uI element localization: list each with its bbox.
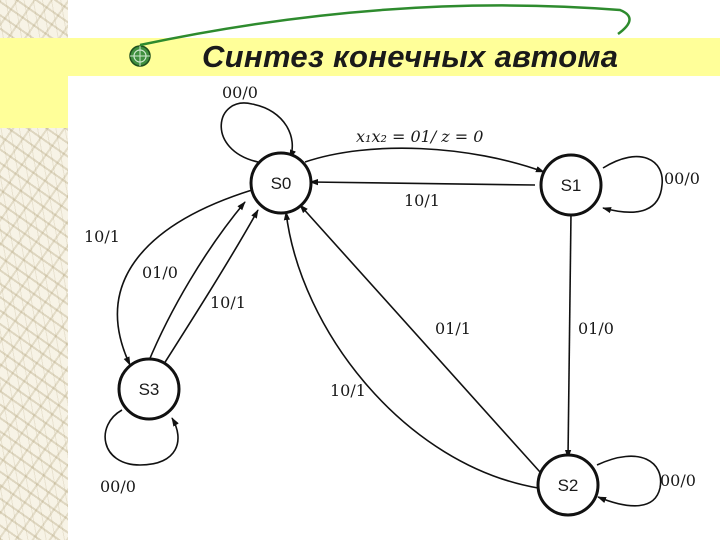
label-s3-self: 00/0 xyxy=(100,477,136,496)
edge-s0-self xyxy=(220,102,296,163)
state-s1 xyxy=(539,153,603,217)
state-s3-label: S3 xyxy=(139,380,160,399)
edge-s3-s0-01 xyxy=(147,201,246,364)
label-s0-self: 00/0 xyxy=(222,83,258,102)
state-s2 xyxy=(536,453,600,517)
label-s2-self: 00/0 xyxy=(660,471,696,490)
label-s3-s0-01: 01/0 xyxy=(142,263,178,282)
state-s0-label: S0 xyxy=(271,174,292,193)
state-s2-label: S2 xyxy=(558,476,579,495)
title-band-corner xyxy=(0,76,68,128)
title-band xyxy=(0,38,720,76)
state-s3 xyxy=(117,357,181,421)
label-s2-s0-10: 10/1 xyxy=(330,381,366,400)
edge-s3-s0-10 xyxy=(161,209,259,368)
state-s0 xyxy=(249,151,313,215)
edge-s2-s0-01 xyxy=(299,204,541,473)
label-s0-s3: 10/1 xyxy=(84,227,120,246)
edge-s0-s1 xyxy=(304,147,545,173)
label-s1-s2: 01/0 xyxy=(578,319,614,338)
label-s0-s1: x₁x₂ = 01/ z = 0 xyxy=(356,127,483,146)
label-s3-s0-10: 10/1 xyxy=(210,293,246,312)
label-s1-s0: 10/1 xyxy=(404,191,440,210)
edge-s3-self xyxy=(104,409,179,466)
edge-s0-s3 xyxy=(116,189,253,366)
state-s1-label: S1 xyxy=(561,176,582,195)
label-s2-s0-01: 01/1 xyxy=(435,319,471,338)
label-s1-self: 00/0 xyxy=(664,169,700,188)
bullet-icon xyxy=(129,45,151,67)
edge-s1-self xyxy=(602,156,663,214)
edge-s1-s0 xyxy=(309,178,536,186)
edge-s1-s2 xyxy=(564,212,572,459)
decorative-arc xyxy=(139,4,631,47)
edge-s2-self xyxy=(596,455,662,507)
edge-s2-s0-10 xyxy=(283,211,539,489)
slide-title: Синтез конечных автома xyxy=(202,39,619,74)
